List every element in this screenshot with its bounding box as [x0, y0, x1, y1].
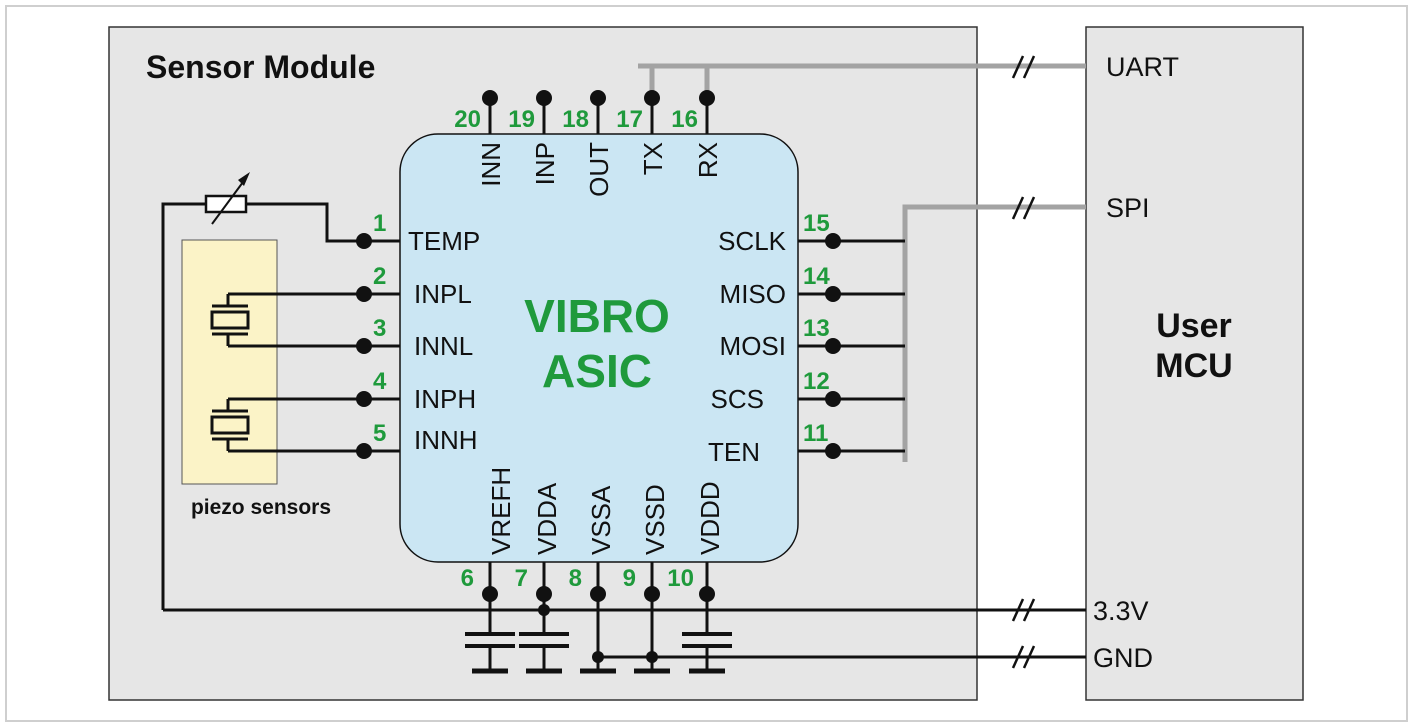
gnd-rail [598, 645, 1086, 669]
pin-19 [536, 90, 552, 134]
pin-20 [482, 90, 498, 134]
temp-sensor-wire [161, 172, 362, 610]
pin-19-label: INP [530, 142, 560, 185]
module-title: Sensor Module [146, 49, 375, 85]
pin-12 [798, 391, 905, 407]
pin-11 [798, 443, 905, 459]
pin-16 [699, 90, 715, 134]
pin-17-number: 17 [616, 106, 643, 133]
pin-8-label: VSSA [586, 485, 616, 555]
pin-5-number: 5 [373, 420, 386, 447]
pin-7 [519, 562, 569, 674]
v33-label: 3.3V [1093, 596, 1149, 626]
spi-bus [902, 196, 1086, 462]
pin-8 [580, 562, 616, 674]
pin-1 [356, 233, 400, 249]
pin-11-label: TEN [708, 437, 760, 467]
pin-20-label: INN [476, 142, 506, 187]
pin-6-label: VREFH [486, 467, 516, 555]
pin-13-label: MOSI [720, 331, 786, 361]
pin-17-label: TX [638, 142, 668, 175]
pin-12-number: 12 [803, 368, 830, 395]
pin-13-number: 13 [803, 315, 830, 342]
pin-16-number: 16 [671, 106, 698, 133]
pin-5 [356, 443, 400, 459]
piezo-sensor-1 [210, 292, 362, 348]
asic-label-line1: VIBRO [524, 290, 670, 342]
pin-2-number: 2 [373, 263, 386, 290]
pin-14 [798, 286, 905, 302]
pin-4-label: INPH [414, 384, 476, 414]
pin-8-number: 8 [569, 565, 582, 592]
pin-2 [356, 286, 400, 302]
uart-label: UART [1106, 52, 1179, 82]
pin-14-number: 14 [803, 263, 830, 290]
pin-2-label: INPL [414, 279, 472, 309]
pin-5-label: INNH [414, 425, 478, 455]
pin-20-number: 20 [454, 106, 481, 133]
pin-18 [590, 90, 606, 134]
pin-17 [644, 90, 660, 134]
mcu-label-line1: User [1156, 307, 1232, 345]
spi-label: SPI [1106, 193, 1150, 223]
mcu-label-line2: MCU [1155, 347, 1232, 385]
pin-4-number: 4 [373, 368, 387, 395]
pin-12-label: SCS [711, 384, 764, 414]
pin-15-label: SCLK [718, 226, 787, 256]
pin-7-number: 7 [515, 565, 528, 592]
pin-19-number: 19 [508, 106, 535, 133]
pin-9-number: 9 [623, 565, 636, 592]
pin-1-label: TEMP [408, 226, 480, 256]
pin-18-number: 18 [562, 106, 589, 133]
piezo-sensor-2 [210, 397, 362, 453]
pin-3-number: 3 [373, 315, 386, 342]
pin-18-label: OUT [584, 142, 614, 197]
pin-10-number: 10 [667, 565, 694, 592]
pin-6-number: 6 [461, 565, 474, 592]
pin-3 [356, 338, 400, 354]
pin-11-number: 11 [803, 420, 828, 447]
gnd-label: GND [1093, 643, 1153, 673]
pin-15 [798, 233, 905, 249]
pin-4 [356, 391, 400, 407]
pin-13 [798, 338, 905, 354]
pin-15-number: 15 [803, 210, 830, 237]
asic-label-line2: ASIC [542, 345, 652, 397]
pin-7-label: VDDA [532, 482, 562, 555]
user-mcu-box [1085, 26, 1304, 701]
pin-16-label: RX [693, 142, 723, 178]
pin-14-label: MISO [720, 279, 786, 309]
pin-6 [465, 562, 515, 674]
piezo-sensors-label: piezo sensors [191, 496, 331, 519]
pin-9 [634, 562, 670, 674]
pin-10-label: VDDD [695, 481, 725, 555]
pin-1-number: 1 [373, 210, 386, 237]
pin-9-label: VSSD [640, 484, 670, 555]
v33-rail [163, 598, 1086, 622]
pin-3-label: INNL [414, 331, 473, 361]
pin-10 [682, 562, 732, 674]
